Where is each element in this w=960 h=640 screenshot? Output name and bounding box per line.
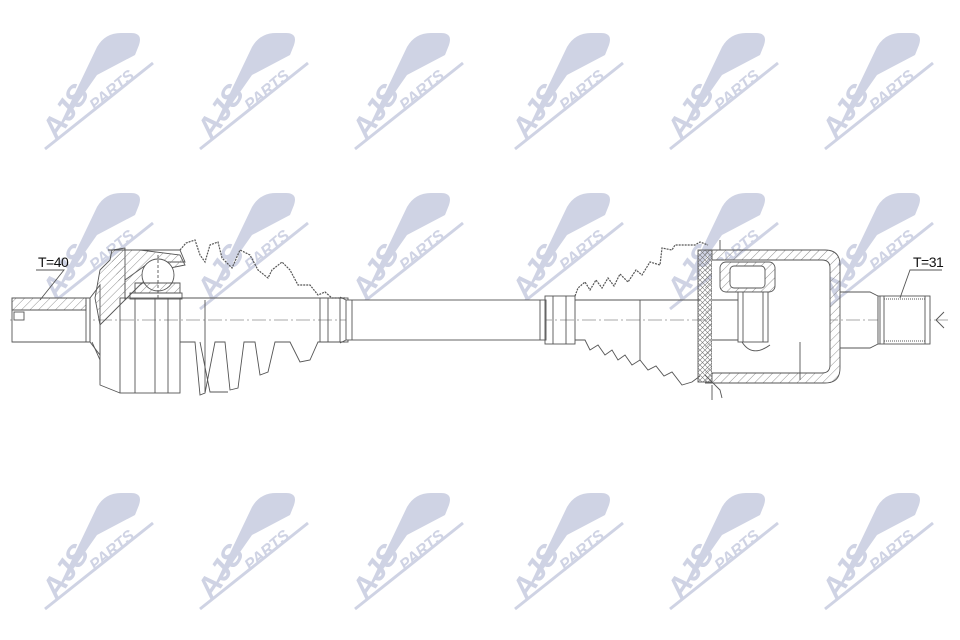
intermediate-shaft [339, 296, 547, 344]
leader-left [36, 269, 65, 301]
spline-count-label-left: T=40 [38, 254, 69, 270]
right-inner-tripod-joint [697, 240, 841, 400]
leader-right [899, 269, 942, 299]
left-boot [179, 239, 349, 396]
right-boot [544, 241, 709, 386]
left-stub-shaft [11, 283, 101, 357]
left-outer-cv-joint [91, 247, 186, 394]
right-stub-shaft [840, 291, 945, 349]
spline-count-label-right: T=31 [913, 254, 944, 270]
